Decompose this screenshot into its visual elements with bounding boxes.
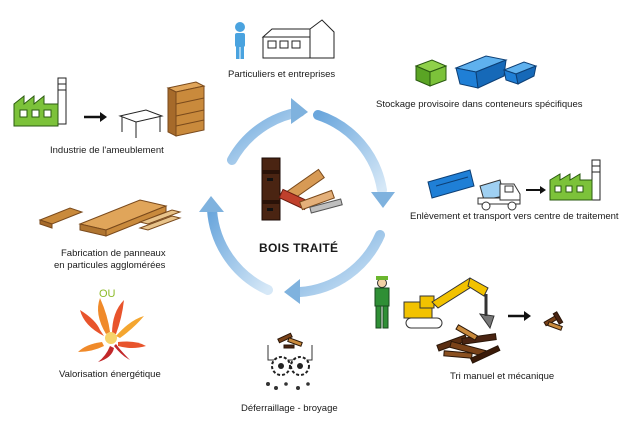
excavator-icon bbox=[403, 277, 495, 330]
blue-skip-icon bbox=[454, 55, 508, 89]
label-broyage: Déferraillage - broyage bbox=[241, 403, 338, 414]
label-transport: Enlèvement et transport vers centre de t… bbox=[410, 211, 619, 222]
table-icon bbox=[118, 109, 164, 138]
particle-board-icon bbox=[38, 199, 182, 237]
cycle-arc-bottom bbox=[295, 230, 385, 297]
house-icon bbox=[261, 19, 335, 59]
cycle-arc-left bbox=[207, 205, 273, 295]
green-container-icon bbox=[414, 59, 448, 87]
label-energie: Valorisation énergétique bbox=[59, 369, 161, 380]
blue-container-tipping-icon bbox=[427, 169, 475, 199]
treated-wood-icon bbox=[261, 157, 343, 221]
arrow-right-icon bbox=[526, 186, 546, 194]
wood-chips-icon bbox=[543, 311, 564, 331]
worker-icon bbox=[374, 276, 390, 329]
truck-icon bbox=[477, 179, 521, 211]
factory-icon-left bbox=[13, 77, 67, 127]
person-icon bbox=[235, 22, 245, 59]
blue-skip-icon-small bbox=[502, 61, 538, 85]
cycle-arc-top bbox=[227, 107, 305, 165]
cycle-arrowhead-bottom bbox=[284, 279, 300, 304]
label-ameublement: Industrie de l'ameublement bbox=[50, 145, 164, 156]
cycle-arrows bbox=[199, 98, 395, 304]
cycle-arrowhead-top bbox=[291, 98, 308, 124]
label-stockage: Stockage provisoire dans conteneurs spéc… bbox=[376, 99, 583, 110]
cycle-arc-right bbox=[313, 110, 387, 195]
wood-pile-icon bbox=[436, 324, 501, 364]
center-title: BOIS TRAITÉ bbox=[259, 241, 339, 255]
shelf-icon bbox=[166, 81, 206, 137]
label-panneaux-line1: Fabrication de panneaux bbox=[61, 248, 166, 259]
factory-icon bbox=[549, 159, 601, 201]
label-particuliers: Particuliers et entreprises bbox=[228, 69, 336, 80]
arrow-right-icon-left bbox=[84, 112, 107, 122]
label-ou: OU bbox=[99, 288, 116, 300]
flame-icon bbox=[78, 298, 146, 362]
shredder-icon bbox=[266, 332, 313, 390]
label-panneaux-line2: en particules agglomérées bbox=[54, 260, 166, 271]
arrow-right-icon-tri bbox=[508, 311, 531, 321]
cycle-arrowhead-right bbox=[371, 192, 395, 208]
label-tri: Tri manuel et mécanique bbox=[450, 371, 555, 382]
cycle-arrowhead-left bbox=[199, 196, 224, 212]
